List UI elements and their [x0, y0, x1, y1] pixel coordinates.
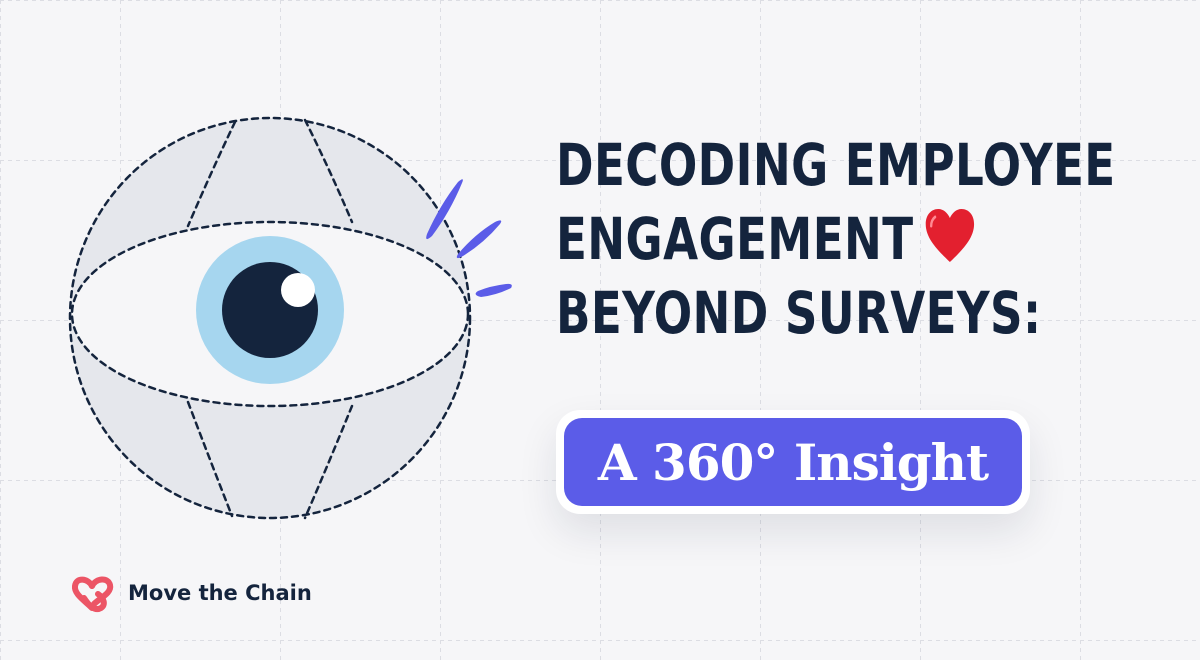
highlight-badge: A 360° Insight	[556, 410, 1030, 514]
heart-icon	[925, 209, 975, 262]
headline: DECODING EMPLOYEE ENGAGEMENT BEYOND SURV…	[556, 128, 1116, 350]
move-the-chain-logo-icon	[71, 576, 114, 612]
highlight-badge-label: A 360° Insight	[564, 418, 1022, 506]
brand-name: Move the Chain	[128, 581, 312, 605]
brand-logo: Move the Chain	[70, 570, 312, 616]
eye-globe-icon	[68, 116, 512, 520]
headline-line-2: ENGAGEMENT	[556, 202, 1040, 276]
sparkle-lines	[426, 179, 512, 297]
headline-line-3: BEYOND SURVEYS:	[556, 279, 1042, 347]
headline-line-2-text: ENGAGEMENT	[556, 205, 914, 273]
headline-line-1: DECODING EMPLOYEE	[556, 131, 1116, 199]
